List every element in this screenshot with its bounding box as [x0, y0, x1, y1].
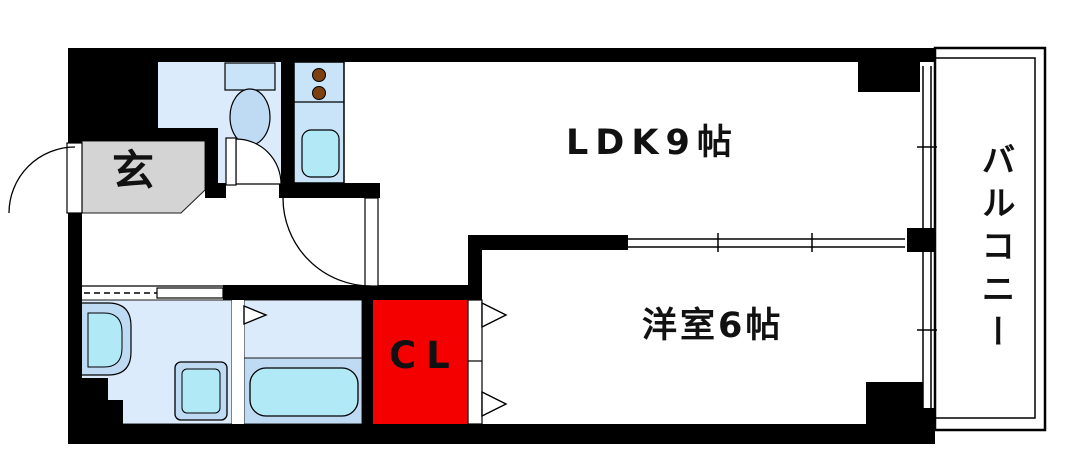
- wall-above-entrance: [82, 128, 205, 141]
- balcony: [933, 46, 1047, 432]
- closet-label: CL: [389, 334, 460, 377]
- pillar-top-left: [82, 62, 145, 128]
- toilet-door-threshold: [226, 184, 279, 198]
- closet-floor: [373, 300, 468, 424]
- windows: [628, 66, 937, 412]
- wall-corridor-bottom: [223, 285, 482, 300]
- closet-door-arrow: [481, 390, 508, 418]
- wall-ldk-western: [468, 235, 628, 250]
- balcony-inner-line: [935, 57, 1036, 419]
- entrance-label: 玄: [112, 146, 155, 195]
- pillars: [858, 62, 935, 426]
- wall-stub-left: [68, 285, 74, 300]
- toilet-bowl-icon: [229, 88, 271, 146]
- closet-door-leaves: [467, 299, 483, 425]
- wall-toilet-left: [145, 62, 158, 128]
- pillar-bottom-right: [866, 382, 923, 424]
- pillar-mid-right: [907, 228, 935, 252]
- ldk-door-leaf: [364, 197, 379, 287]
- fixtures: [79, 61, 359, 421]
- ldk-door-swing: [282, 197, 372, 287]
- wall-right-of-entrance: [205, 128, 218, 190]
- wall-western-top-left: [468, 235, 482, 300]
- ldk-label: LDK9帖: [566, 123, 739, 163]
- wall-top: [70, 48, 935, 62]
- toilet-tank-icon: [224, 62, 276, 91]
- closet-door-arrow: [481, 301, 508, 329]
- bathtub-icon: [249, 367, 359, 417]
- western-room-label: 洋室6帖: [642, 306, 784, 346]
- wall-left-lower: [68, 213, 82, 444]
- bathroom-door-gap: [232, 300, 244, 424]
- vanity-sink-bowl-icon: [87, 312, 123, 368]
- toilet-door-swing: [235, 138, 282, 185]
- entrance-door-leaf: [66, 142, 83, 214]
- kitchen-sink-icon: [301, 129, 340, 178]
- stove-burner-icon: [312, 68, 326, 82]
- pillar-top-right: [858, 62, 920, 92]
- bathroom-door-arrow: [243, 304, 268, 326]
- doors: [8, 137, 508, 425]
- balcony-outline: [933, 46, 1047, 432]
- wall-washroom-notch: [82, 378, 123, 424]
- wall-bottom: [68, 424, 935, 444]
- entrance-door-swing: [8, 146, 76, 214]
- washroom-sliding-door: [156, 287, 224, 299]
- wall-toilet-kitchen: [281, 62, 294, 185]
- washing-machine-inner-icon: [181, 368, 221, 414]
- wall-window-bottom-stub: [920, 408, 935, 426]
- wall-left-upper: [68, 48, 82, 143]
- walls: [68, 48, 935, 444]
- balcony-label: バルコニー: [975, 142, 1015, 357]
- toilet-door-leaf: [225, 137, 237, 186]
- wall-bath-closet: [362, 300, 373, 424]
- stove-burner-icon: [312, 86, 326, 100]
